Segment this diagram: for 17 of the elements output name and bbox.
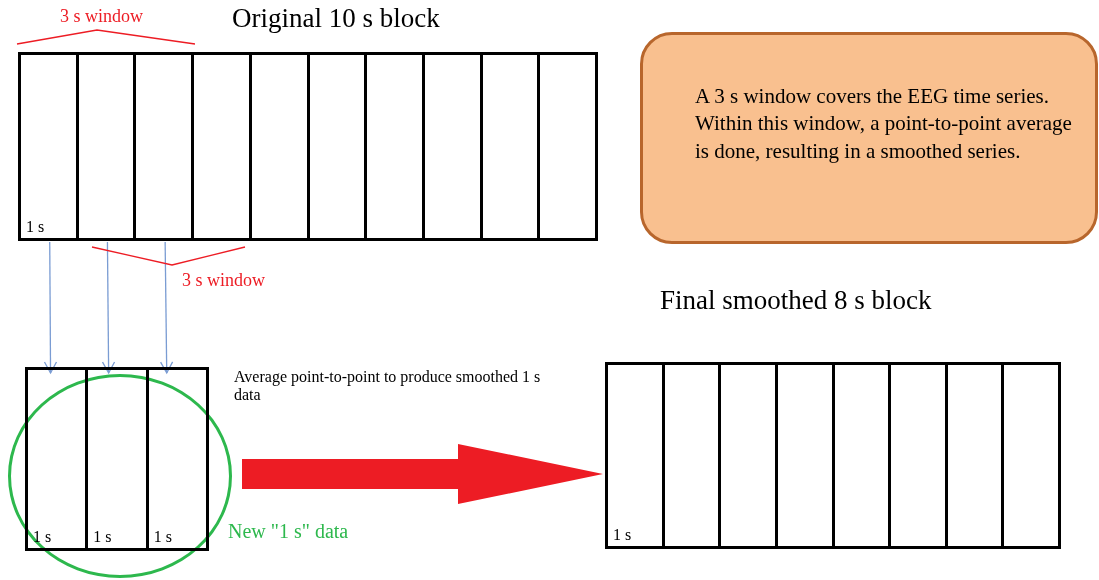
block-arrow	[242, 444, 603, 504]
duration-label: 1 s	[26, 218, 45, 236]
arrow	[101, 241, 116, 374]
arrow	[43, 241, 58, 374]
note-box	[640, 32, 1098, 244]
duration-label: 1 s	[153, 528, 172, 546]
block-title: Original 10 s block	[232, 3, 440, 34]
arrow	[159, 241, 174, 374]
duration-label: 1 s	[93, 528, 112, 546]
window-label: 3 s window	[182, 270, 265, 291]
block-title: Final smoothed 8 s block	[660, 285, 932, 316]
annotation-text: Average point-to-point to produce smoothed 1 s data	[234, 368, 542, 404]
note-text: A 3 s window covers the EEG time series. Within this window, a point-to-point average is done, resulting in a smoothed series.	[695, 83, 1073, 165]
duration-label: 1 s	[33, 528, 52, 546]
window-label: 3 s window	[60, 6, 143, 27]
duration-label: 1 s	[613, 526, 632, 544]
annotation-text: New "1 s" data	[228, 520, 350, 543]
